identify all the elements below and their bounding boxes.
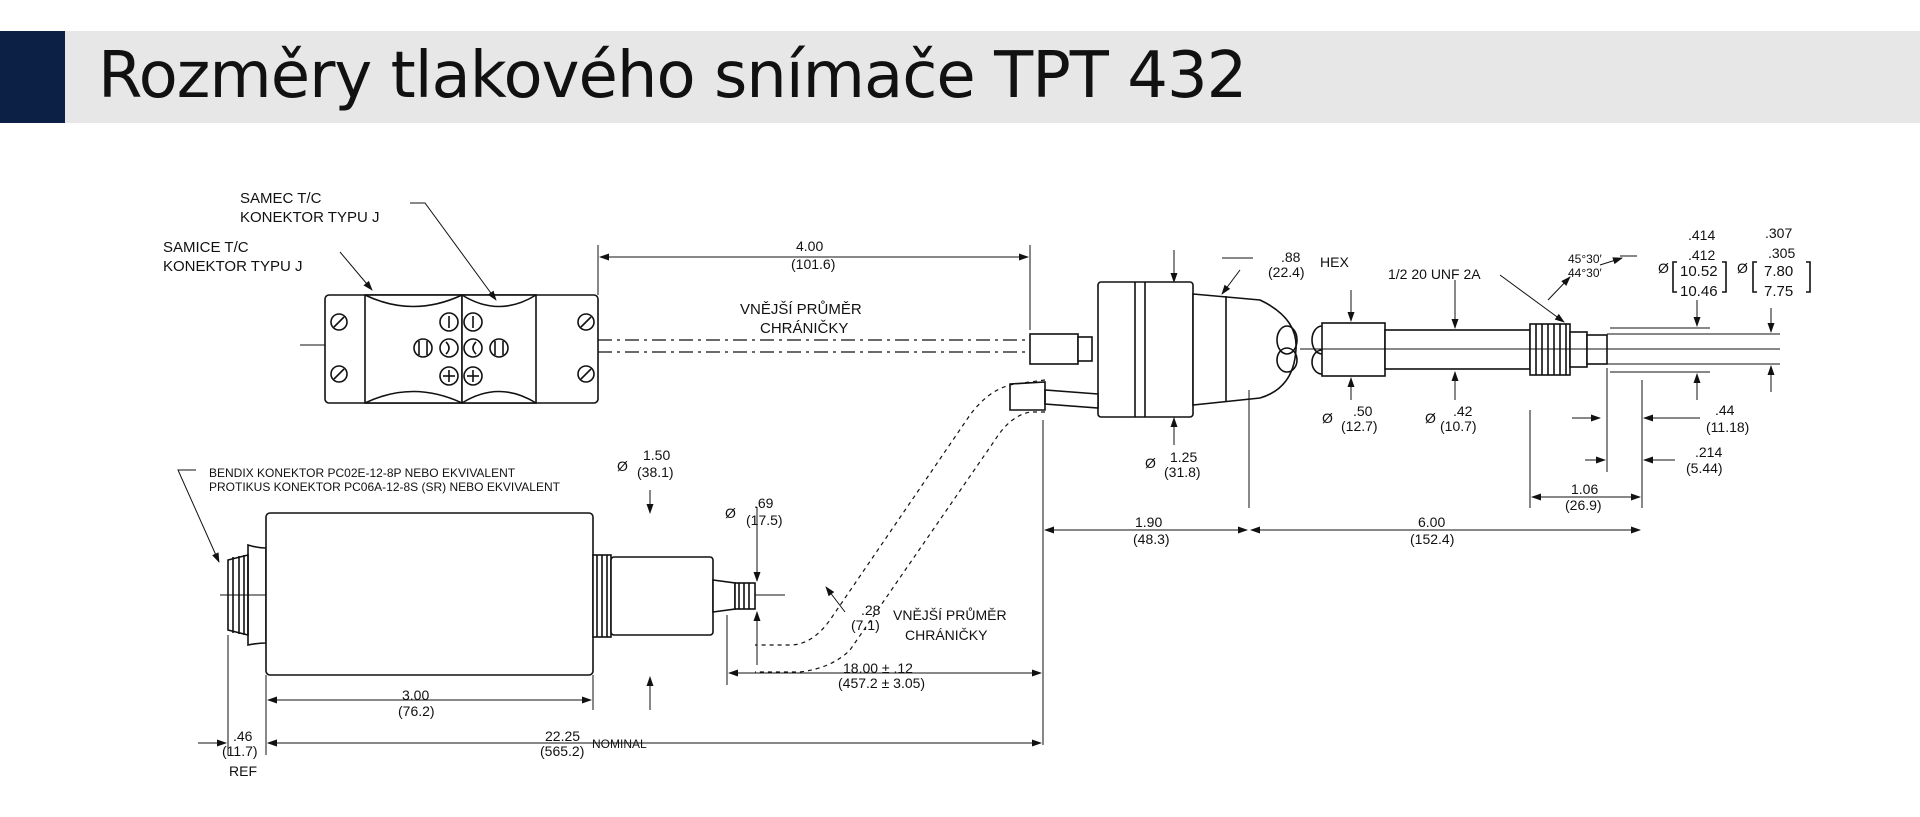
ref-label: REF <box>229 763 257 779</box>
dia-symbol-042: Ø <box>1425 410 1436 426</box>
dim-1046: 10.46 <box>1680 283 1718 300</box>
dim-069-value: .69 <box>754 495 774 511</box>
dim-050-value: .50 <box>1353 403 1373 419</box>
dim-046-value: .46 <box>233 728 253 744</box>
dim-106-value: 1.06 <box>1571 481 1598 497</box>
dim-214-metric: (5.44) <box>1686 460 1723 476</box>
dim-305: .305 <box>1768 245 1795 261</box>
dim-400-metric: (101.6) <box>791 256 835 272</box>
dim-1800-value: 18.00 ± .12 <box>843 660 913 676</box>
dimension-lines <box>177 202 1811 755</box>
dia-symbol-125: Ø <box>1145 455 1156 471</box>
sheath-bottom-label-1: VNĚJŠÍ PRŮMĚR <box>893 606 1007 623</box>
dim-214-value: .214 <box>1695 444 1722 460</box>
dim-2225-metric: (565.2) <box>540 743 584 759</box>
hex-label: HEX <box>1320 254 1349 270</box>
dim-190-value: 1.90 <box>1135 514 1162 530</box>
dim-1052: 10.52 <box>1680 263 1718 280</box>
dim-307: .307 <box>1765 225 1792 241</box>
dim-088-value: .88 <box>1281 249 1301 265</box>
samec-label-2: KONEKTOR TYPU J <box>240 209 379 226</box>
samec-label-1: SAMEC T/C <box>240 190 322 207</box>
dim-412: .412 <box>1688 247 1715 263</box>
dia-symbol-2: Ø <box>1737 260 1748 276</box>
sheath-top-label-1: VNĚJŠÍ PRŮMĚR <box>740 300 862 318</box>
sheath-top-label-2: CHRÁNIČKY <box>760 320 848 337</box>
dim-106-metric: (26.9) <box>1565 497 1602 513</box>
thread-label: 1/2 20 UNF 2A <box>1388 266 1481 282</box>
dim-600-value: 6.00 <box>1418 514 1445 530</box>
sheath-bottom-label-2: CHRÁNIČKY <box>905 627 988 643</box>
dim-300-value: 3.00 <box>402 687 429 703</box>
samice-label-2: KONEKTOR TYPU J <box>163 258 302 275</box>
dia-symbol-150: Ø <box>617 458 628 474</box>
bendix-cylinder <box>220 512 785 676</box>
dim-600-metric: (152.4) <box>1410 531 1454 547</box>
probe-body <box>1029 281 1780 508</box>
dia-symbol-050: Ø <box>1322 410 1333 426</box>
page-title: Rozměry tlakového snímače TPT 432 <box>98 39 1247 113</box>
dia-symbol-069: Ø <box>725 505 736 521</box>
dim-1800-metric: (457.2 ± 3.05) <box>838 675 925 691</box>
dim-400-value: 4.00 <box>796 238 823 254</box>
header-accent <box>0 31 65 123</box>
sheath-bend <box>755 379 1046 673</box>
dim-125-metric: (31.8) <box>1164 464 1201 480</box>
header-bar <box>0 31 1920 123</box>
dim-044-metric: (11.18) <box>1706 419 1749 435</box>
dim-780: 7.80 <box>1764 263 1793 280</box>
dim-150-value: 1.50 <box>643 447 670 463</box>
dim-414: .414 <box>1688 227 1715 243</box>
dim-044-value: .44 <box>1715 402 1735 418</box>
dim-028-value: .28 <box>861 602 881 618</box>
dim-775: 7.75 <box>1764 283 1793 300</box>
samice-label-1: SAMICE T/C <box>163 239 249 256</box>
dim-069-metric: (17.5) <box>746 512 783 528</box>
dim-042-value: .42 <box>1453 403 1473 419</box>
angle-value-1: 45°30′ <box>1568 252 1602 266</box>
dim-300-metric: (76.2) <box>398 703 435 719</box>
dim-2225-value: 22.25 <box>545 728 580 744</box>
dim-028-metric: (7.1) <box>851 617 880 633</box>
dim-125-value: 1.25 <box>1170 449 1197 465</box>
dim-190-metric: (48.3) <box>1133 531 1170 547</box>
dim-088-metric: (22.4) <box>1268 264 1305 280</box>
angle-value-2: 44°30′ <box>1568 266 1602 280</box>
dim-046-metric: (11.7) <box>222 743 258 759</box>
bendix-label-1: BENDIX KONEKTOR PC02E-12-8P NEBO EKVIVAL… <box>209 466 516 480</box>
dia-symbol-1: Ø <box>1658 260 1669 276</box>
tc-cable-top <box>598 339 1030 353</box>
nominal-label: NOMINAL <box>592 737 647 751</box>
tc-connector <box>300 294 599 404</box>
bendix-label-2: PROTIKUS KONEKTOR PC06A-12-8S (SR) NEBO … <box>209 480 561 494</box>
labels: SAMEC T/C KONEKTOR TYPU J SAMICE T/C KON… <box>163 190 1795 779</box>
dim-050-metric: (12.7) <box>1341 418 1378 434</box>
dim-150-metric: (38.1) <box>637 464 674 480</box>
dim-042-metric: (10.7) <box>1440 418 1477 434</box>
